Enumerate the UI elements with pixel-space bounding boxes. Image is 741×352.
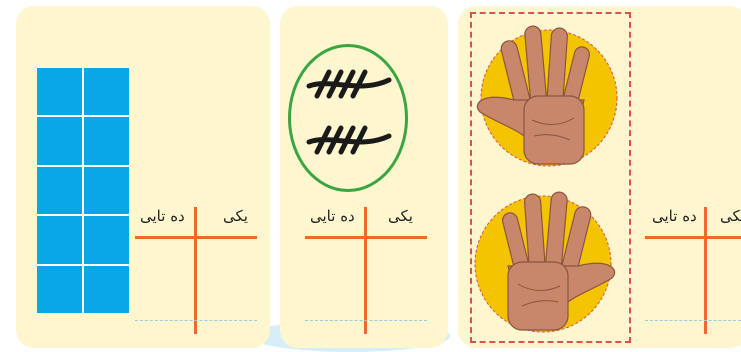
block-cell (37, 266, 82, 313)
block-cell (84, 117, 129, 164)
tally-marks-icon (305, 66, 395, 176)
ones-label: یکی (388, 209, 413, 224)
block-cell (37, 68, 82, 115)
block-cell (84, 167, 129, 214)
tens-label: ده تایی (310, 209, 355, 224)
block-cell (37, 117, 82, 164)
hand-icon (468, 186, 618, 336)
ones-label: یکی (223, 209, 248, 224)
tens-label: ده تایی (140, 209, 185, 224)
block-cell (84, 68, 129, 115)
tally-group (309, 128, 389, 152)
table-divider-line (364, 207, 367, 334)
answer-line (135, 320, 257, 321)
block-cell (37, 216, 82, 263)
block-cell (37, 167, 82, 214)
ten-blocks-icon (37, 68, 129, 313)
tens-label: ده تایی (652, 209, 697, 224)
ones-label: یکی (720, 209, 741, 224)
table-divider-line (704, 207, 707, 334)
hand-icon (474, 20, 624, 170)
answer-line (645, 320, 741, 321)
block-cell (84, 216, 129, 263)
block-cell (84, 266, 129, 313)
table-header-line (645, 236, 741, 239)
answer-line (305, 320, 427, 321)
table-divider-line (194, 207, 197, 334)
tally-group (309, 72, 389, 96)
